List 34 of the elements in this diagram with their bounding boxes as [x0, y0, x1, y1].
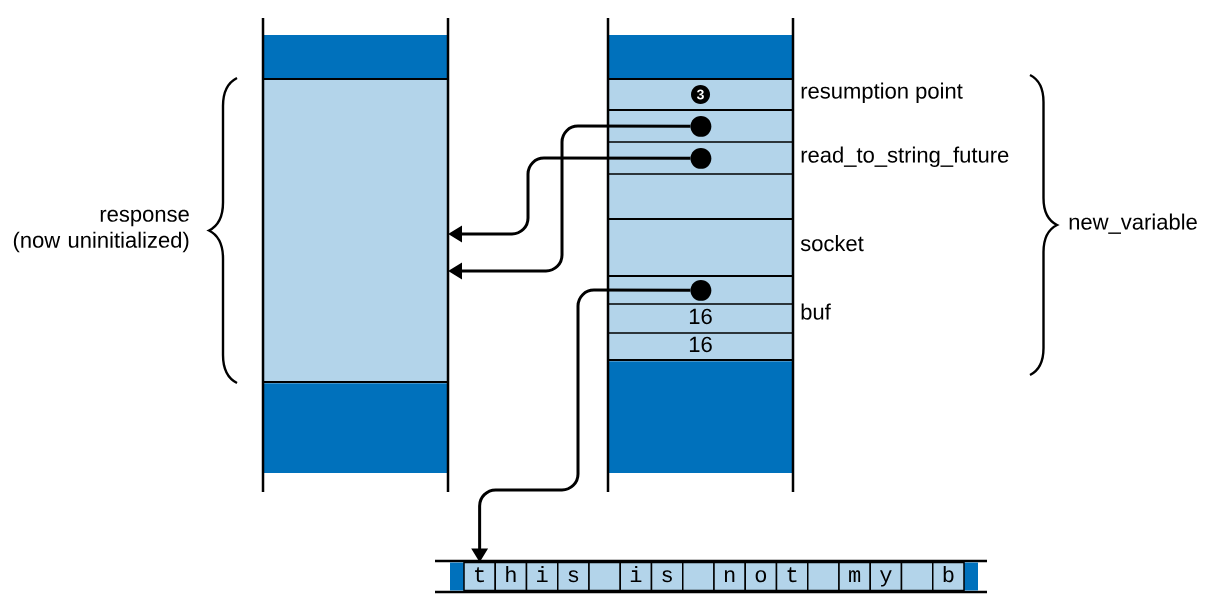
brace-label: new_variable: [1069, 213, 1197, 234]
stack-band: [263, 383, 448, 473]
byte-cell: i: [525, 561, 559, 592]
byte-cell: s: [650, 561, 684, 592]
byte-cell: [588, 561, 621, 592]
field-label: read_to_string_future: [801, 146, 1009, 168]
byte-cell: t: [463, 561, 496, 592]
memory-slot: 16: [607, 303, 794, 334]
pointer-dot: [690, 279, 712, 301]
byte-cell: o: [744, 561, 778, 592]
field-label: resumption point: [801, 82, 963, 104]
byte-cell: [807, 561, 840, 592]
byte-cell: [682, 561, 715, 592]
byte-cell: h: [494, 561, 528, 592]
field-label: socket: [800, 235, 864, 252]
stack-band: [608, 35, 793, 79]
memory-slot: 16: [607, 332, 794, 361]
byte-cell: [900, 561, 934, 592]
stack-band: [263, 35, 448, 79]
byte-cell: y: [869, 561, 903, 592]
callout-number: 3: [691, 85, 710, 104]
byte-cell: n: [713, 561, 746, 592]
byte-cell: i: [619, 561, 653, 592]
byte-cell: t: [775, 561, 809, 592]
byte-cell: m: [838, 561, 871, 592]
pointer-dot: [690, 115, 712, 137]
pointer-dot: [690, 147, 712, 169]
byte-cell: s: [557, 561, 590, 592]
byte-buffer: [435, 559, 987, 594]
field-label: buf: [801, 303, 831, 320]
byte-cell: b: [932, 561, 965, 592]
brace-label: response (now uninitialized): [13, 209, 189, 253]
memory-region: [262, 78, 449, 383]
stack-band: [608, 361, 793, 473]
